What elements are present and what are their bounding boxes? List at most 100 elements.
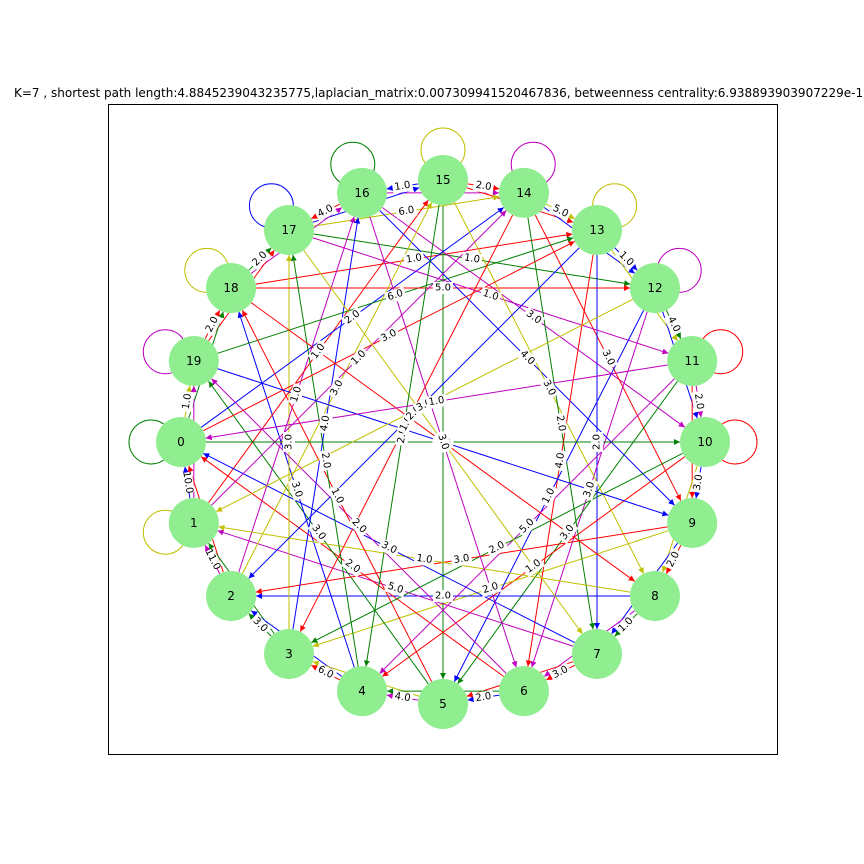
edge-label: 2.0 xyxy=(481,581,500,596)
node-label: 4 xyxy=(358,684,366,698)
edge-label-background xyxy=(590,432,603,452)
edge-label-background xyxy=(377,538,401,558)
node-14 xyxy=(498,167,549,218)
node-11 xyxy=(667,336,718,387)
edge-label-background xyxy=(347,346,371,370)
edge-label-background xyxy=(202,312,223,337)
node-0 xyxy=(156,417,206,467)
edge-label: 3.0 xyxy=(582,480,597,499)
edge-label-background xyxy=(403,251,425,267)
edge-label: 3.0 xyxy=(284,434,295,450)
edge-label: 10.0 xyxy=(180,471,194,495)
edge-label-background xyxy=(485,538,509,558)
edge-label: 3.0 xyxy=(453,553,470,566)
edge-label-background xyxy=(691,390,707,413)
node-label: 13 xyxy=(589,223,604,237)
edge-label: 6.0 xyxy=(386,288,405,303)
edge-label-background xyxy=(413,551,436,567)
edge-label: 1.0 xyxy=(394,180,411,193)
node-label: 19 xyxy=(186,354,201,368)
edge-label-background xyxy=(283,432,296,452)
edge-label-background xyxy=(202,547,223,572)
edge-label-background xyxy=(395,203,418,219)
node-label: 8 xyxy=(651,589,659,603)
node-10 xyxy=(680,417,730,467)
node-label: 17 xyxy=(281,223,296,237)
edge-label-background xyxy=(521,555,546,578)
edge-label: 2.0 xyxy=(475,180,492,193)
edge-label-background xyxy=(384,286,407,305)
node-18 xyxy=(206,263,257,314)
edge-label-background xyxy=(472,690,495,706)
edge-label: 2.0 xyxy=(319,452,332,469)
node-6 xyxy=(498,666,549,717)
edge-label-background xyxy=(313,201,338,222)
node-label: 11 xyxy=(685,354,700,368)
edge-label-background xyxy=(248,613,272,637)
edge-label-background xyxy=(347,514,371,538)
edge-label-background xyxy=(548,201,573,222)
edge-label: 3.0 xyxy=(435,433,450,452)
edge-label: 2.0 xyxy=(475,691,492,704)
edge-label-background xyxy=(327,484,347,508)
edge-label-background xyxy=(377,326,401,346)
plot-frame xyxy=(108,104,778,755)
edge-label-background xyxy=(433,589,453,602)
edge-label-background xyxy=(691,471,707,494)
node-label: 5 xyxy=(439,697,447,711)
edge-label-background xyxy=(391,690,414,706)
edge-label-background xyxy=(307,339,330,364)
edge-label: 1.0 xyxy=(289,385,304,404)
node-label: 0 xyxy=(177,435,185,449)
edge-label-background xyxy=(450,551,473,567)
edge-label-background xyxy=(313,662,338,683)
node-label: 1 xyxy=(190,516,198,530)
node-8 xyxy=(629,570,680,621)
edge-label-background xyxy=(472,178,495,194)
edge-label-background xyxy=(179,390,195,413)
edge-label-background xyxy=(479,579,502,598)
edge-label-background xyxy=(521,306,546,329)
node-label: 6 xyxy=(520,684,528,698)
edge-label-background xyxy=(425,394,448,410)
edge-label: 3.0 xyxy=(692,474,705,491)
node-1 xyxy=(168,497,219,548)
node-label: 2 xyxy=(227,589,235,603)
edge-label: 11.0 xyxy=(202,547,222,572)
node-label: 14 xyxy=(516,186,531,200)
edge-label: 6.0 xyxy=(398,205,415,218)
edge-label: 5.0 xyxy=(386,581,405,596)
node-label: 15 xyxy=(435,173,450,187)
node-9 xyxy=(667,497,718,548)
edge-label-background xyxy=(287,478,306,501)
edge-label-background xyxy=(307,520,330,545)
edge-label-background xyxy=(327,376,347,400)
edge-label-background xyxy=(614,247,638,271)
edge-label-background xyxy=(580,478,599,501)
edge-label-background xyxy=(614,613,638,637)
edge-label-background xyxy=(539,376,559,400)
edge-label-background xyxy=(391,178,414,194)
edge-label-background xyxy=(318,449,334,472)
edge-label-background xyxy=(461,251,483,267)
edge-label: 4.0 xyxy=(319,415,332,432)
edge-label-background xyxy=(248,247,272,271)
node-label: 18 xyxy=(223,281,238,295)
edge-label-background xyxy=(287,383,306,406)
edge-label-background xyxy=(433,282,453,295)
edge-label-background xyxy=(384,579,407,598)
edge-label: 2.0 xyxy=(591,434,602,450)
edge-label-background xyxy=(479,286,502,305)
node-12 xyxy=(629,263,680,314)
edge-label: 1.0 xyxy=(428,395,445,408)
edge-label: 1.0 xyxy=(416,553,433,566)
node-16 xyxy=(337,167,388,218)
chart-title: K=7 , shortest path length:4.88452390432… xyxy=(14,86,864,100)
edge-label: 5.0 xyxy=(435,283,451,294)
edge-label: 3.0 xyxy=(289,480,304,499)
node-13 xyxy=(571,205,622,256)
node-3 xyxy=(264,628,315,679)
node-label: 16 xyxy=(354,186,369,200)
